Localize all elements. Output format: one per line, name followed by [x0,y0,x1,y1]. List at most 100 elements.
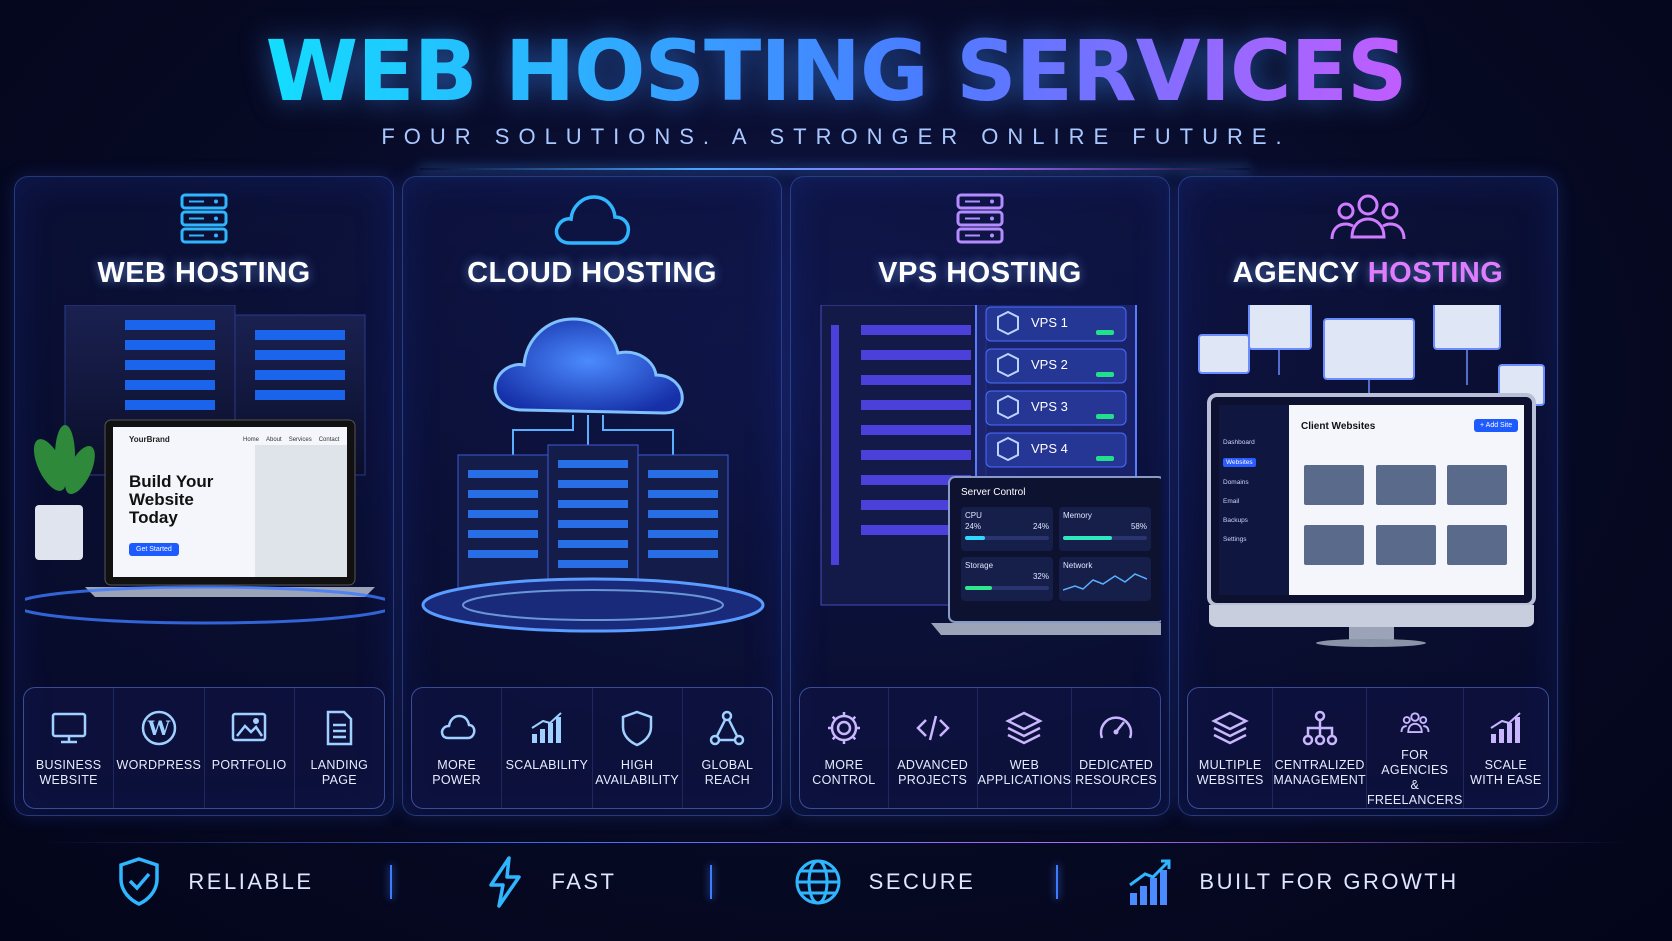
feature-advanced-projects: ADVANCED PROJECTS [889,688,978,808]
feature-dedicated-resources: DEDICATED RESOURCES [1072,688,1160,808]
feature-centralized-management: CENTRALIZED MANAGEMENT [1273,688,1367,808]
users-icon [1179,191,1557,254]
memory-card: Memory 58% [1059,507,1151,551]
memory-label: Memory [1063,511,1092,520]
feature-row: MULTIPLE WEBSITES CENTRALIZED MANAGEMENT… [1187,687,1549,809]
add-site-button[interactable]: + Add Site [1474,419,1519,432]
vps-hosting-visual: VPS 1 VPS 2 VPS 3 VPS 4 Server Control C… [801,305,1161,650]
laptop-nav-services[interactable]: Services [288,437,312,443]
storage-card: Storage 32% [961,557,1053,601]
vps-item-3[interactable]: VPS 3 [1031,399,1068,414]
gauge-icon [1099,716,1133,739]
gear-icon [827,712,860,744]
storage-label: Storage [965,561,994,570]
vps-item-1[interactable]: VPS 1 [1031,315,1068,330]
panel-title: AGENCY HOSTING [1179,257,1557,290]
cpu-card: CPU 24% 24% [961,507,1053,551]
feature-business-website: BUSINESS WEBSITE [24,688,115,808]
panel-title-main: AGENCY [1232,257,1368,289]
panel-title: WEB HOSTING [97,257,311,289]
network-icon [710,710,745,746]
server-control-panel: Server Control CPU 24% 24% Memory 58% [957,485,1157,615]
layers-icon [1005,711,1044,745]
web-hosting-visual: YourBrand Home About Services Contact Bu… [13,304,397,650]
header-divider [420,168,1250,170]
laptop-nav: Home About Services Contact [243,437,339,443]
sidebar-item-settings[interactable]: Settings [1223,536,1247,543]
cloud-hosting-visual [413,305,771,650]
dashboard-sidebar: Dashboard Websites Domains Email Backups… [1223,439,1256,543]
laptop-nav-contact[interactable]: Contact [318,437,340,443]
image-icon [231,712,267,742]
network-graph [1062,573,1148,591]
benefit-label: RELIABLE [188,869,314,894]
vps-item-4[interactable]: VPS 4 [1031,441,1068,456]
page-title: WEB HOSTING SERVICES [0,22,1672,120]
benefit-secure: SECURE [712,857,1056,907]
layers-icon [1211,711,1249,745]
bottom-divider [710,865,712,899]
shield-check-icon [119,857,160,906]
cpu-label: CPU [965,511,982,520]
sidebar-item-websites[interactable]: Websites [1223,458,1256,467]
server-stack-icon [15,191,393,252]
feature-wordpress: W WORDPRESS [114,688,205,808]
panel-title-accent: HOSTING [1367,257,1504,289]
storage-bar [965,586,992,590]
sidebar-item-backups[interactable]: Backups [1223,517,1248,524]
code-icon [915,715,950,741]
panel-vps-hosting: VPS HOSTING VPS 1 VPS 2 VPS 3 VPS 4 [790,176,1170,816]
feature-multiple-websites: MULTIPLE WEBSITES [1188,688,1274,808]
laptop-headline: Build Your Website Today [129,472,214,527]
sidebar-item-domains[interactable]: Domains [1223,479,1249,486]
growth-chart-icon [1129,859,1171,905]
feature-row: BUSINESS WEBSITE W WORDPRESS PORTFOLIO L… [23,687,385,809]
get-started-button[interactable]: Get Started [129,543,179,556]
globe-icon [795,859,841,905]
benefit-label: BUILT FOR GROWTH [1199,869,1459,894]
feature-landing-page: LANDING PAGE [295,688,384,808]
panel-title: CLOUD HOSTING [467,257,717,289]
agency-hosting-visual: Client Websites + Add Site Dashboard Web… [1189,305,1547,650]
sidebar-item-dashboard[interactable]: Dashboard [1223,439,1255,446]
cloud-icon [403,191,781,254]
feature-more-power: MORE POWER [412,688,503,808]
bottom-divider [1056,865,1058,899]
shield-icon [621,710,653,747]
feature-web-applications: WEB APPLICATIONS [978,688,1073,808]
document-icon [327,710,353,746]
laptop-nav-home[interactable]: Home [243,437,260,443]
feature-agencies-freelancers: FOR AGENCIES & FREELANCERS [1367,688,1464,808]
feature-high-availability: HIGH AVAILABILITY [593,688,683,808]
memory-bar [1063,536,1112,540]
svg-text:W: W [147,716,171,740]
feature-row: MORE CONTROL ADVANCED PROJECTS WEB APPLI… [799,687,1161,809]
benefit-fast: FAST [392,855,710,909]
network-card: Network [1059,557,1151,601]
benefit-label: FAST [551,869,617,894]
cpu-value-right: 24% [1032,522,1049,531]
monitor-icon [51,712,86,744]
wordpress-icon: W [141,710,177,746]
benefit-reliable: RELIABLE [40,856,390,908]
users-icon [1400,712,1430,733]
benefit-label: SECURE [868,869,976,894]
panel-web-hosting: WEB HOSTING YourBrand Home [13,176,397,816]
feature-portfolio: PORTFOLIO [205,688,295,808]
feature-scale-with-ease: SCALE WITH EASE [1464,688,1548,808]
bottom-divider [390,865,392,899]
dashboard-title: Client Websites [1301,421,1376,432]
laptop-nav-about[interactable]: About [266,437,282,443]
vps-item-2[interactable]: VPS 2 [1031,357,1068,372]
benefit-growth: BUILT FOR GROWTH [1058,857,1528,907]
sidebar-item-email[interactable]: Email [1223,498,1240,505]
feature-scalability: SCALABILITY [502,688,593,808]
server-control-title: Server Control [961,487,1026,498]
feature-global-reach: GLOBAL REACH [683,688,772,808]
panel-agency-hosting: AGENCY HOSTING Client Websites + Add Sit… [1178,176,1558,816]
bottom-benefits-bar: RELIABLE FAST SECURE BUILT FOR GROWTH [40,842,1630,916]
bar-chart-icon [531,712,562,743]
hierarchy-icon [1302,710,1337,746]
page-subtitle: FOUR SOLUTIONS. A STRONGER ONLIRE FUTURE… [381,124,1291,149]
cloud-icon [440,714,476,740]
